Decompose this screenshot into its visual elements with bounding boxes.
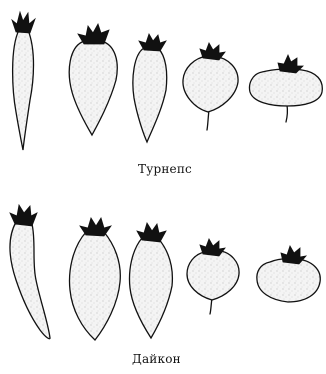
turnip-root-4 bbox=[183, 43, 238, 130]
daikon-root-5 bbox=[257, 246, 320, 302]
daikon-caption: Дайкон bbox=[132, 352, 181, 366]
daikon-row bbox=[10, 205, 320, 340]
daikon-root-1 bbox=[10, 205, 50, 339]
turnip-root-3 bbox=[133, 34, 167, 142]
daikon-root-2 bbox=[70, 218, 121, 340]
turnip-root-5 bbox=[250, 55, 323, 122]
turnip-caption: Турнепс bbox=[138, 162, 192, 176]
turnip-row bbox=[12, 12, 322, 150]
daikon-root-4 bbox=[187, 239, 239, 314]
turnip-root-1 bbox=[12, 12, 35, 150]
turnip-root-2 bbox=[69, 24, 117, 135]
daikon-root-3 bbox=[130, 223, 173, 338]
